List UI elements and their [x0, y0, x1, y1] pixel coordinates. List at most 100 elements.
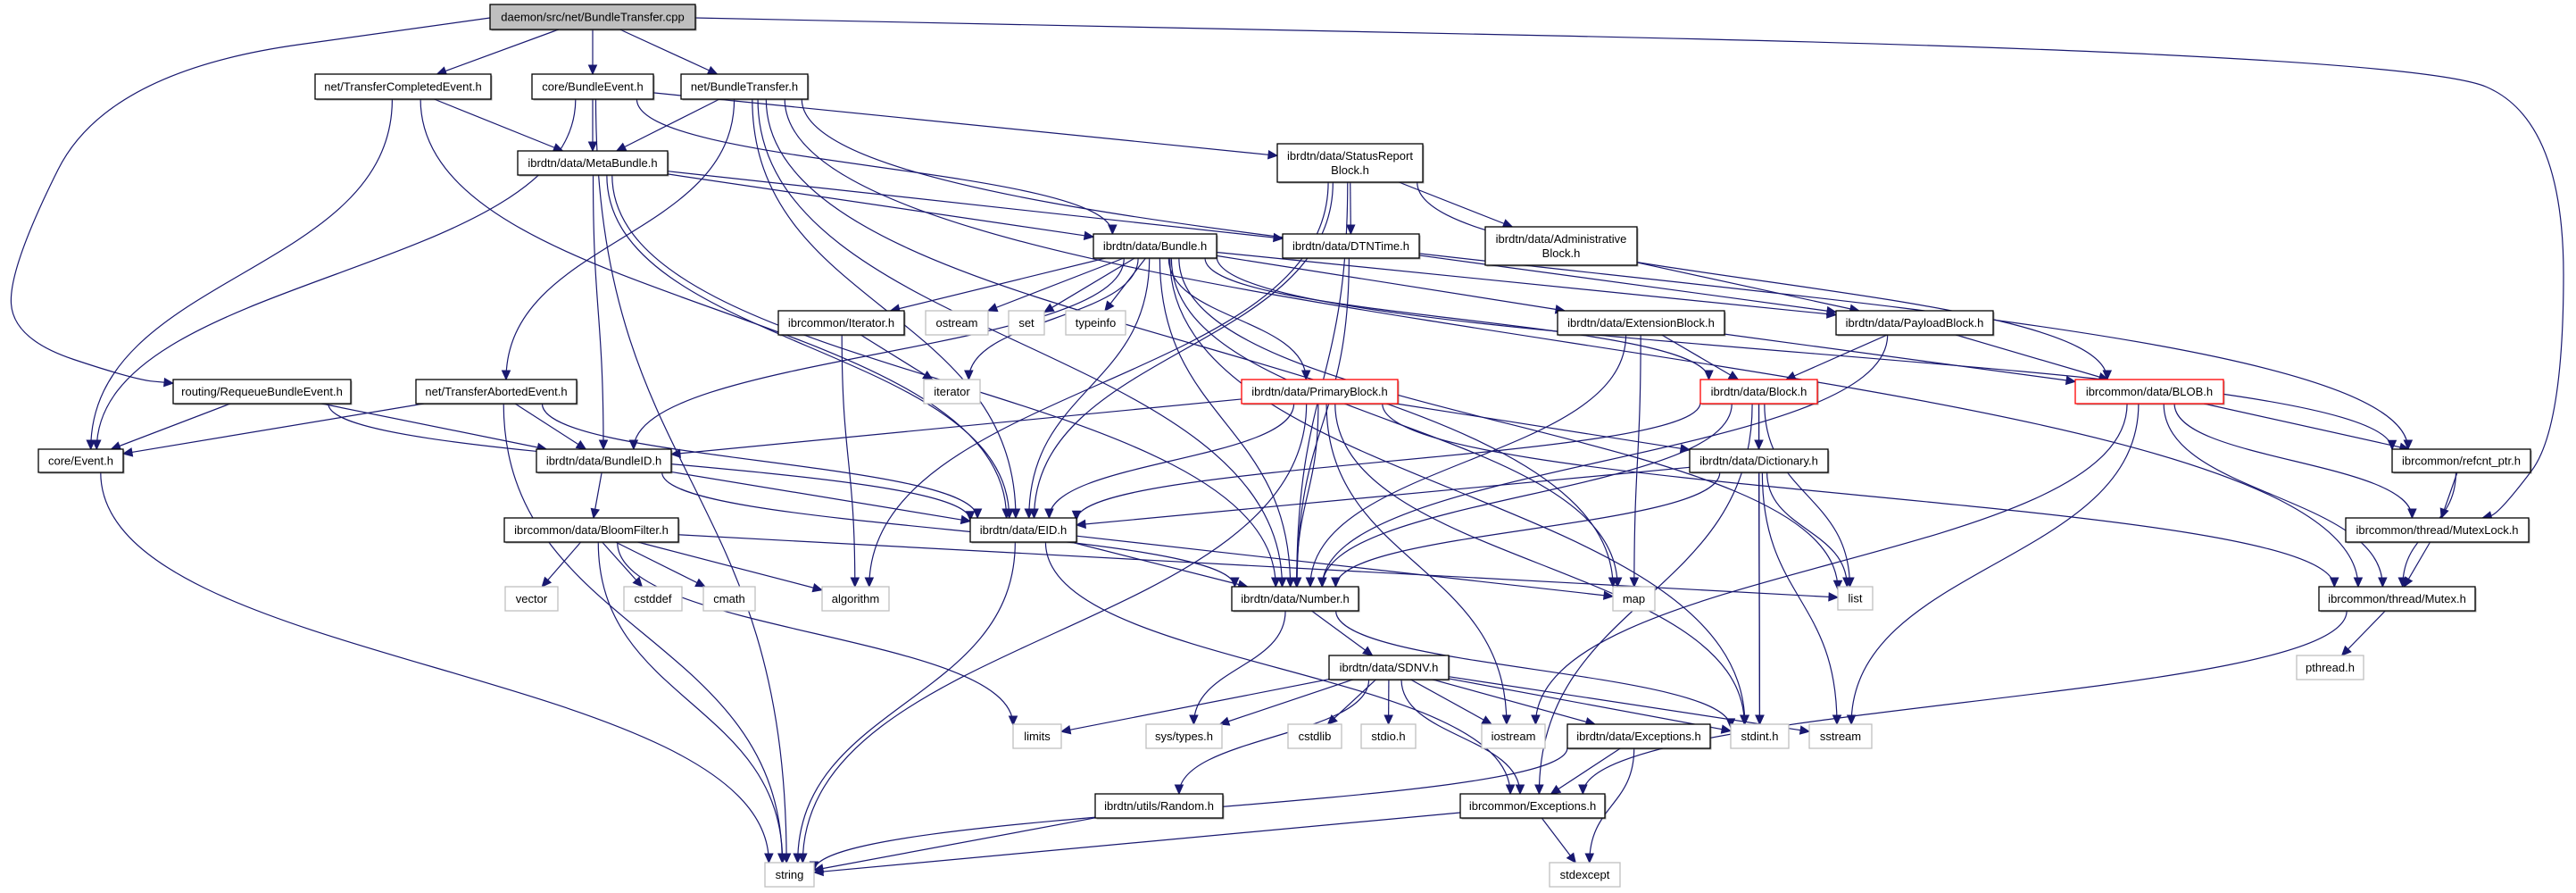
arrowhead-extb-to-block [1727, 371, 1740, 380]
arrowhead-blob-to-mutexlock [2407, 508, 2417, 520]
node-label: stdint.h [1741, 730, 1779, 743]
node-block[interactable]: ibrdtn/data/Block.h [1699, 379, 1819, 405]
node-box [503, 517, 679, 543]
arrowhead-tae-to-bundleid [575, 439, 587, 450]
node-extb[interactable]: ibrdtn/data/ExtensionBlock.h [1557, 310, 1726, 337]
node-label: ibrdtn/utils/Random.h [1104, 799, 1214, 813]
node-bloom[interactable]: ibrcommon/data/BloomFilter.h [503, 517, 680, 544]
arrowhead-mutex-to-commonexc [1578, 784, 1588, 796]
node-box [1699, 379, 1818, 405]
node-tae[interactable]: net/TransferAbortedEvent.h [415, 379, 578, 405]
node-dict[interactable]: ibrdtn/data/Dictionary.h [1689, 448, 1830, 474]
arrowhead-bundle-to-iterator [964, 370, 974, 381]
node-box [1328, 655, 1450, 680]
edge-sdnv-to-stdint [1448, 678, 1732, 732]
node-iter[interactable]: ibrcommon/Iterator.h [777, 310, 906, 337]
arrowhead-be-to-mb [587, 141, 598, 153]
edge-mb-to-bundleid [592, 174, 604, 450]
arrowhead-extb-to-number [1305, 577, 1316, 588]
node-dtn[interactable]: ibrdtn/data/DTNTime.h [1282, 233, 1421, 260]
node-random[interactable]: ibrdtn/utils/Random.h [1094, 793, 1225, 820]
edge-payload-to-blob [1955, 334, 2109, 380]
arrowhead-block-to-number [1317, 577, 1327, 588]
arrowhead-bloom-to-limits [1008, 715, 1018, 727]
node-box [1282, 233, 1420, 259]
node-payload[interactable]: ibrdtn/data/PayloadBlock.h [1835, 310, 1995, 337]
node-label: ibrcommon/thread/MutexLock.h [2356, 523, 2518, 537]
edge-be-to-bundle [636, 98, 1113, 235]
node-mutexlock[interactable]: ibrcommon/thread/MutexLock.h [2345, 517, 2530, 544]
node-box [1808, 723, 1873, 749]
arrowhead-extb-to-map [1629, 577, 1640, 588]
edge-bundleid-to-number [661, 472, 1235, 588]
node-box [702, 586, 756, 612]
arrowhead-dict-to-list [1842, 577, 1852, 588]
node-label: ostream [936, 316, 978, 330]
node-requeue[interactable]: routing/RequeueBundleEvent.h [172, 379, 353, 405]
edge-tae-to-string [503, 403, 783, 864]
node-box [1837, 586, 1874, 611]
node-box [925, 310, 989, 336]
arrowhead-bundle-to-set [1043, 303, 1055, 313]
node-number[interactable]: ibrdtn/data/Number.h [1231, 586, 1360, 613]
node-box [2345, 517, 2530, 543]
node-dataexc[interactable]: ibrdtn/data/Exceptions.h [1566, 723, 1712, 750]
node-cmath: cmath [702, 586, 756, 612]
node-eid[interactable]: ibrdtn/data/EID.h [969, 517, 1078, 544]
edge-extb-to-blob [1724, 333, 2076, 382]
arrowhead-srb-to-algorithm [864, 577, 875, 588]
arrowhead-bth-to-mb [615, 142, 627, 152]
node-refcnt[interactable]: ibrcommon/refcnt_ptr.h [2391, 448, 2532, 474]
node-bundle[interactable]: ibrdtn/data/Bundle.h [1093, 233, 1218, 260]
node-mb[interactable]: ibrdtn/data/MetaBundle.h [517, 150, 669, 177]
node-box [1835, 310, 1994, 336]
arrowhead-number-to-sdnv [1362, 646, 1374, 656]
node-event[interactable]: core/Event.h [37, 448, 125, 474]
edge-mb-to-dtn [667, 171, 1284, 239]
arrowhead-mb-to-bundle [1083, 230, 1095, 240]
edge-bundle-to-extb [1216, 255, 1566, 312]
node-label: stdio.h [1371, 730, 1405, 743]
edge-bloom-to-cstddef [602, 541, 643, 588]
node-sdnv[interactable]: ibrdtn/data/SDNV.h [1328, 655, 1450, 681]
node-primary[interactable]: ibrdtn/data/PrimaryBlock.h [1241, 379, 1400, 405]
node-label: algorithm [832, 592, 879, 605]
node-list: list [1837, 586, 1874, 611]
node-label: Block.h [1542, 246, 1581, 260]
node-root[interactable]: daemon/src/net/BundleTransfer.cpp [489, 4, 697, 31]
node-box [314, 73, 492, 100]
arrowhead-sdnv-to-limits [1059, 725, 1072, 735]
edge-mutex-to-pthread [2341, 610, 2386, 656]
edge-dtn-to-number [1296, 257, 1350, 588]
arrowhead-number-to-stdint [1725, 718, 1736, 730]
arrowhead-sdnv-to-systypes [1218, 716, 1231, 726]
node-commonexc[interactable]: ibrcommon/Exceptions.h [1459, 793, 1607, 820]
node-label: core/Event.h [48, 455, 113, 468]
node-label: net/TransferCompletedEvent.h [324, 80, 482, 94]
arrowhead-dict-to-stdint [1755, 714, 1765, 726]
arrowhead-mb-to-number [1270, 577, 1281, 588]
node-be[interactable]: core/BundleEvent.h [531, 73, 655, 101]
arrowhead-sdnv-to-stdio [1384, 714, 1393, 726]
node-box [1276, 143, 1424, 183]
node-label: ibrdtn/data/Bundle.h [1103, 239, 1207, 253]
node-bth[interactable]: net/BundleTransfer.h [680, 73, 810, 101]
node-mutex[interactable]: ibrcommon/thread/Mutex.h [2318, 586, 2477, 613]
arrowhead-bundle-to-eid [1024, 508, 1035, 520]
node-bundleid[interactable]: ibrdtn/data/BundleID.h [536, 448, 673, 474]
arrowhead-srb-to-blob [2102, 370, 2113, 381]
edge-extb-to-number [1309, 334, 1627, 588]
edge-tae-to-bundleid [514, 403, 586, 450]
edge-sdnv-to-dataexc [1432, 679, 1596, 725]
node-blob[interactable]: ibrcommon/data/BLOB.h [2074, 379, 2225, 405]
node-box [1549, 862, 1621, 888]
node-box [2074, 379, 2224, 405]
node-box [1093, 233, 1217, 259]
arrowhead-root-to-requeue [163, 377, 175, 388]
arrowhead-mb-to-eid [1004, 508, 1014, 520]
edge-primary-to-eid [1048, 403, 1295, 519]
node-label: ibrdtn/data/ExtensionBlock.h [1567, 316, 1715, 330]
node-tce[interactable]: net/TransferCompletedEvent.h [314, 73, 493, 101]
